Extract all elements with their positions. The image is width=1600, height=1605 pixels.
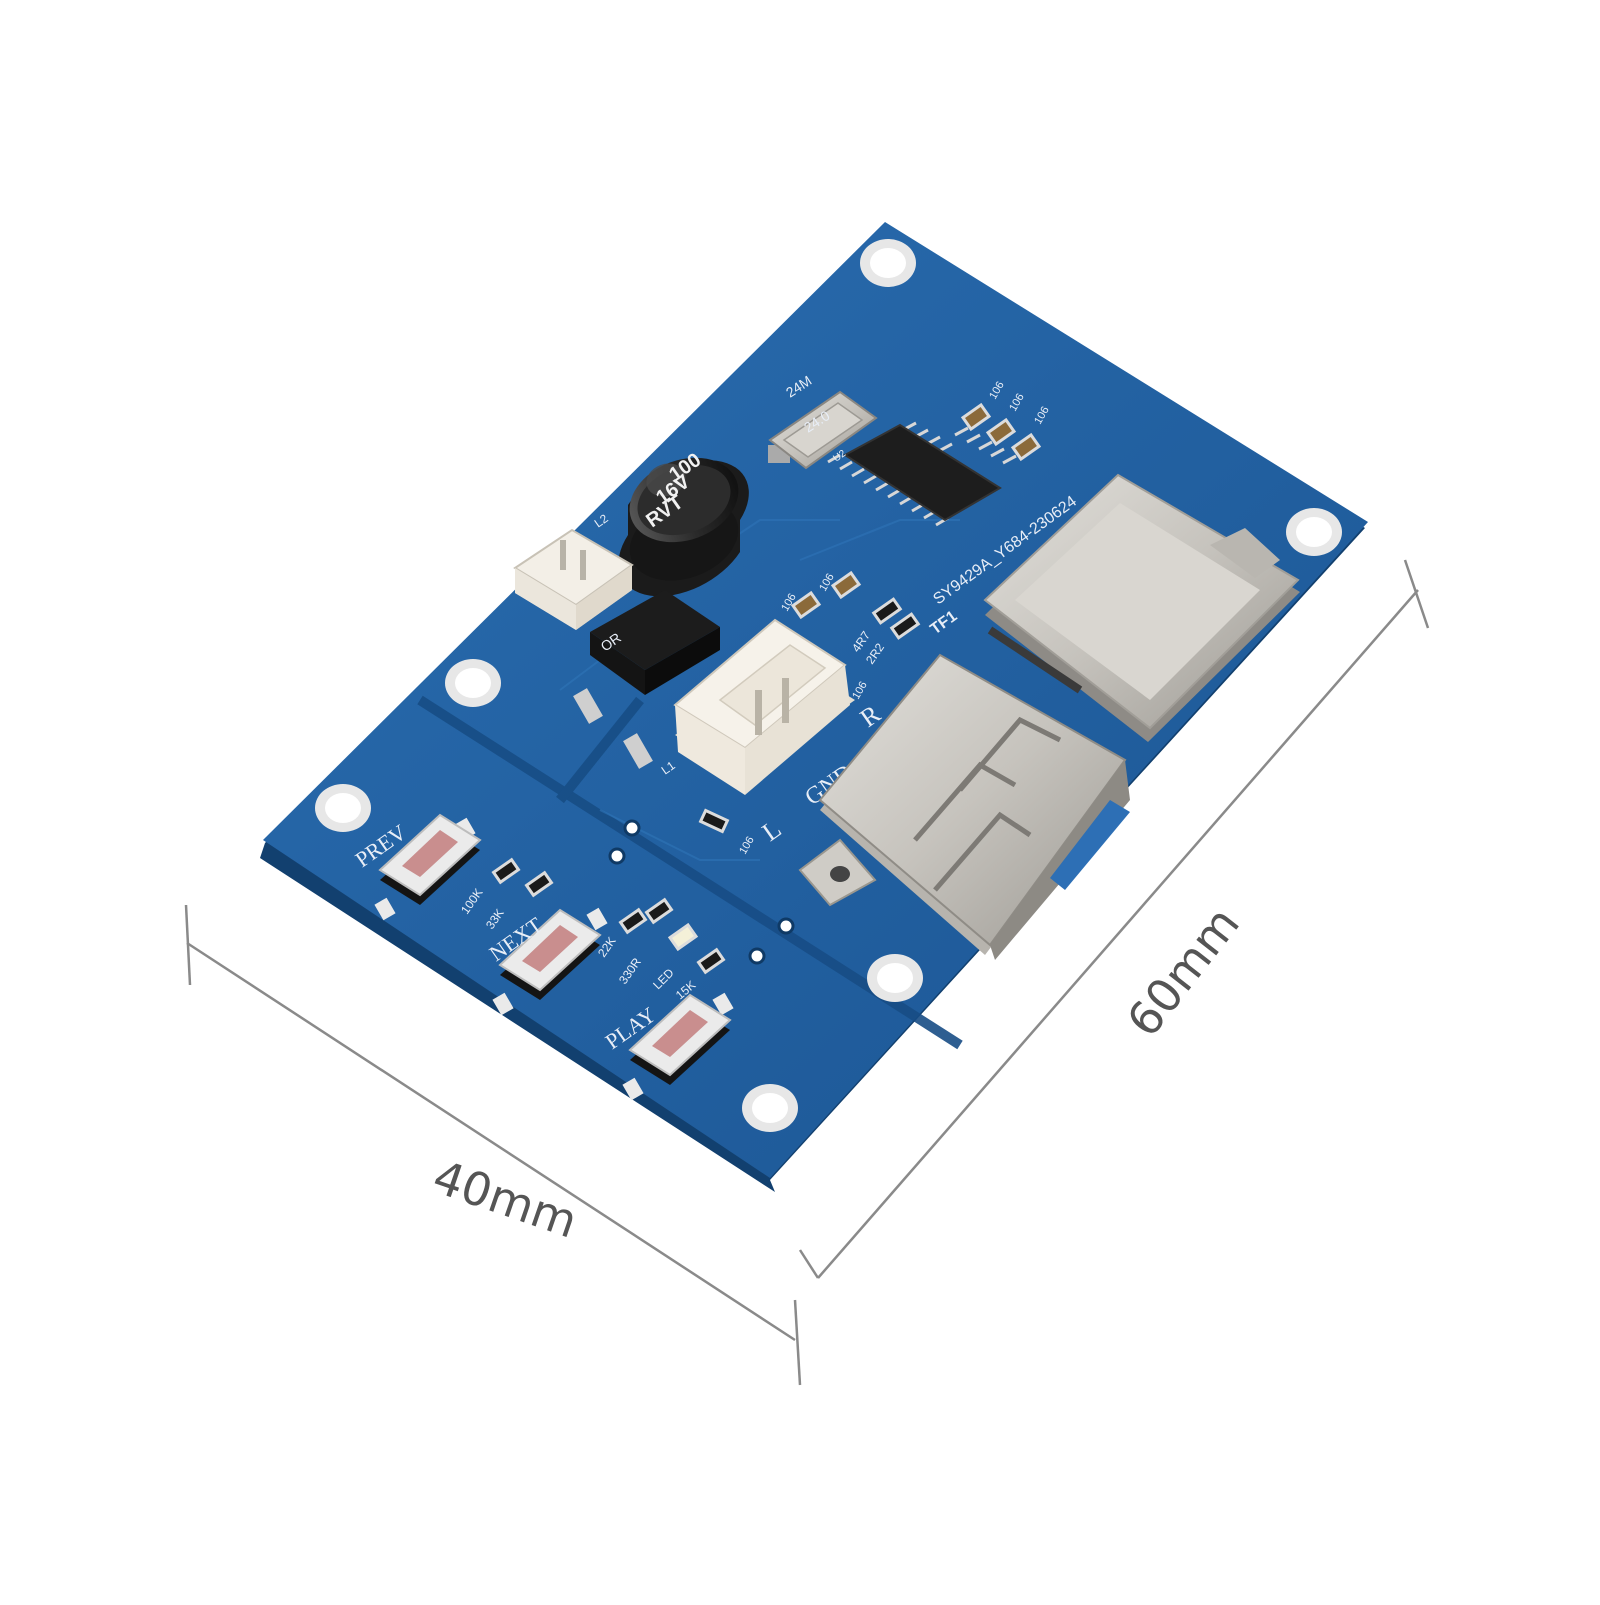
pcb-board: 24.0 24M [260,222,1368,1192]
mounting-hole [860,239,916,287]
smd-capacitor [790,590,822,620]
smd-components [491,402,1042,975]
smd-capacitor [830,570,862,600]
smd-capacitor [960,402,992,432]
voltage-regulator [573,590,720,769]
dimension-60mm [798,559,1430,1279]
length-dimension-label: 60mm [1116,897,1250,1047]
usb-a-port [798,653,1130,960]
smd-led [667,922,699,952]
smd-resistor [871,597,903,625]
button-play[interactable] [622,992,734,1101]
smd-capacitor [985,417,1017,447]
tf-card-slot [983,473,1300,742]
mounting-hole [1286,508,1342,556]
vias [608,819,795,965]
mounting-holes [315,239,1342,1132]
button-prev[interactable] [374,813,482,921]
mounting-hole [742,1084,798,1132]
power-connector [513,528,634,630]
mounting-hole [445,659,501,707]
smd-resistor [618,907,648,935]
smd-capacitor [1010,432,1042,462]
smd-resistor [889,612,921,640]
smd-resistor [696,947,726,975]
crystal-oscillator: 24.0 [768,390,878,470]
dimension-40mm [184,904,802,1386]
width-dimension-label: 40mm [426,1149,584,1248]
smd-resistor [644,897,674,925]
smd-resistor [491,857,521,885]
smd-resistor [698,808,730,834]
mounting-hole [315,784,371,832]
audio-decoder-chip [827,421,1017,527]
speaker-connector [673,618,855,795]
smd-resistor [524,870,554,898]
button-next[interactable] [492,907,608,1016]
mounting-hole [867,954,923,1002]
electrolytic-capacitor: 100 16V RVT [618,449,749,597]
